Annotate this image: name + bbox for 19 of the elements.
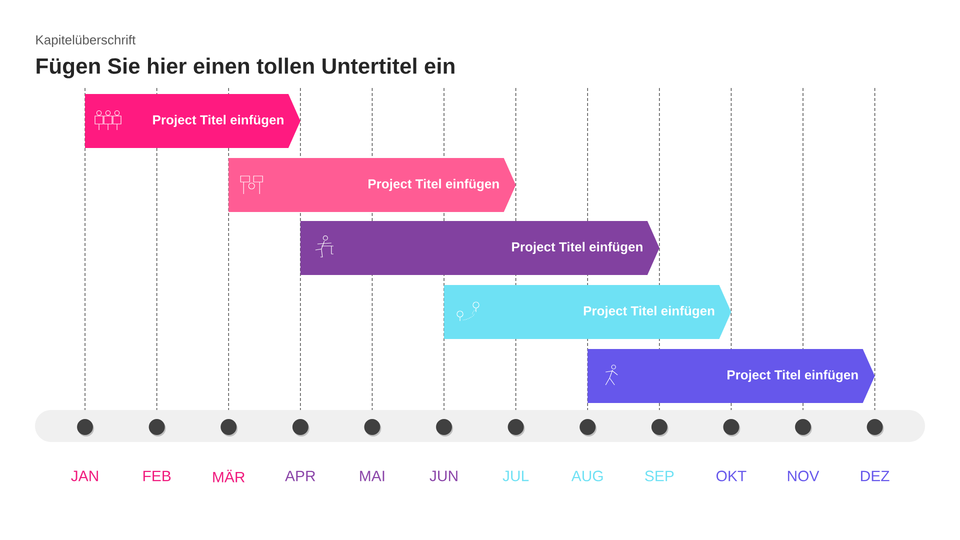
arrow-bar: Project Titel einfügen <box>444 285 732 339</box>
month-label: MAI <box>360 470 384 482</box>
month-label: AUG <box>571 470 603 482</box>
arrow-bar: Project Titel einfügen <box>300 221 660 275</box>
month-label: MÄR <box>213 470 245 482</box>
month-label: JUN <box>430 470 458 482</box>
arrow-bar: Project Titel einfügen <box>85 94 300 148</box>
month-label: OKT <box>716 470 746 482</box>
month-label: NOV <box>788 470 820 482</box>
month-label: DEZ <box>861 470 890 482</box>
month-label: APR <box>285 470 316 482</box>
month-label: SEP <box>645 470 674 482</box>
month-label: FEB <box>143 470 171 482</box>
title: Fügen Sie hier einen tollen Untertitel ein <box>36 58 454 78</box>
chapter-heading: Kapitelüberschrift <box>36 34 136 48</box>
month-label: JAN <box>71 470 98 482</box>
arrow-bar: Project Titel einfügen <box>228 158 516 212</box>
month-label: JUL <box>502 470 529 482</box>
arrow-bar: Project Titel einfügen <box>588 349 875 403</box>
